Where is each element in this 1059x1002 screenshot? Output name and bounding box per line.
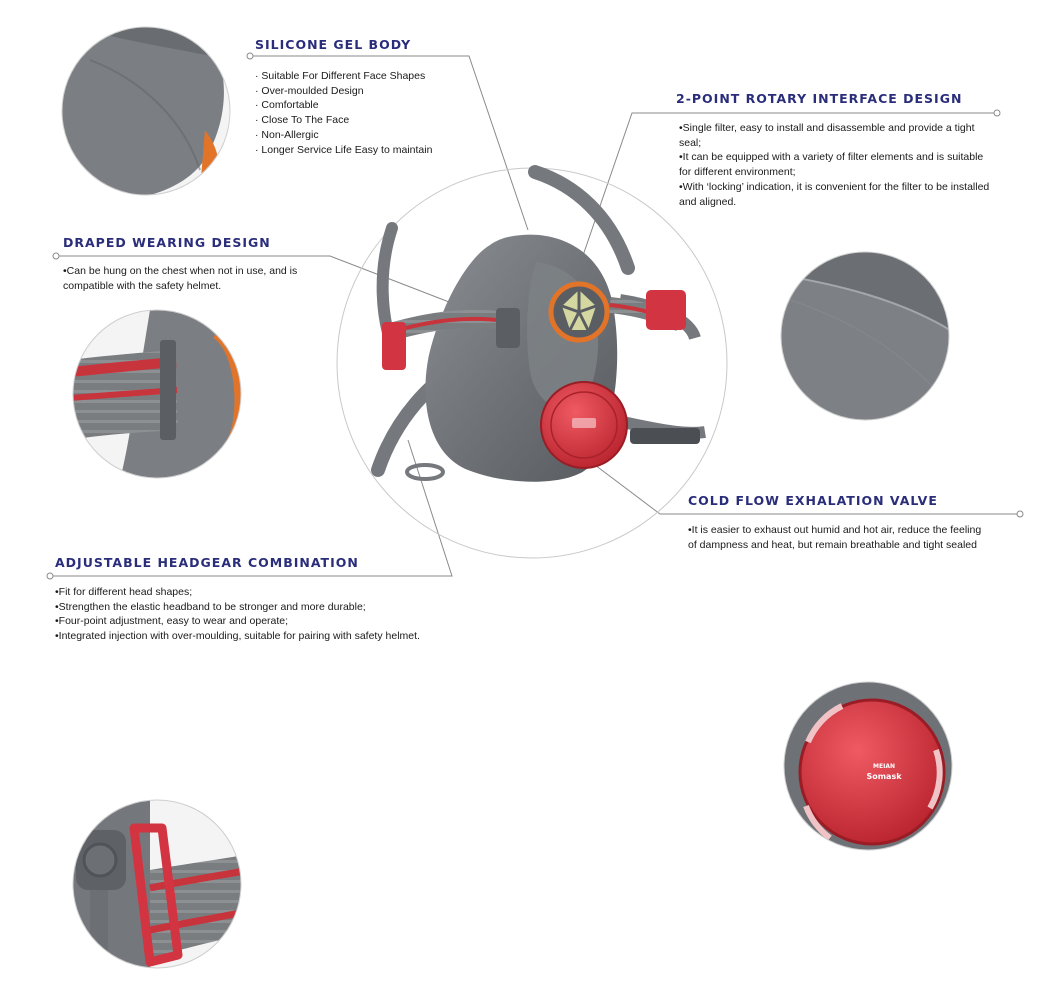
detail-buckle-circle	[72, 799, 242, 969]
headgear-feature-list: •Fit for different head shapes; •Strengt…	[55, 585, 435, 644]
headgear-heading: ADJUSTABLE HEADGEAR COMBINATION	[55, 555, 359, 570]
list-item: •It is easier to exhaust out humid and h…	[688, 524, 982, 551]
detail-silicone-circle	[61, 26, 231, 196]
detail-valve-circle: MEIAN Somask	[783, 681, 953, 851]
rotary-heading: 2-POINT ROTARY INTERFACE DESIGN	[676, 91, 963, 106]
list-item: · Non-Allergic	[255, 128, 319, 141]
list-item: · Over-moulded Design	[255, 84, 364, 97]
valve-brand-small: MEIAN	[873, 763, 895, 770]
rotary-feature-list: •Single filter, easy to install and disa…	[679, 121, 997, 209]
silicone-heading: SILICONE GEL BODY	[255, 37, 412, 52]
list-item: •Fit for different head shapes;	[55, 586, 193, 598]
list-item: •Can be hung on the chest when not in us…	[63, 265, 298, 292]
detail-strap-circle	[72, 309, 242, 479]
list-item: •Four-point adjustment, easy to wear and…	[55, 615, 289, 628]
list-item: •With ‘locking’ indication, it is conven…	[679, 180, 990, 208]
valve-heading: COLD FLOW EXHALATION VALVE	[688, 493, 938, 508]
list-item: •Single filter, easy to install and disa…	[679, 122, 975, 149]
draped-feature-list: •Can be hung on the chest when not in us…	[63, 264, 313, 293]
detail-surface-circle	[780, 251, 950, 421]
valve-brand-name: Somask	[866, 772, 902, 781]
silicone-feature-list: · Suitable For Different Face Shapes · O…	[255, 69, 485, 157]
list-item: · Suitable For Different Face Shapes	[255, 70, 426, 82]
list-item: · Longer Service Life Easy to maintain	[255, 143, 433, 156]
leader-end-dots	[46, 52, 1024, 580]
list-item: •Strengthen the elastic headband to be s…	[55, 600, 366, 613]
list-item: •Integrated injection with over-moulding…	[55, 630, 420, 643]
mask-illustration	[371, 165, 706, 482]
draped-heading: DRAPED WEARING DESIGN	[63, 235, 271, 250]
list-item: •It can be equipped with a variety of fi…	[679, 151, 984, 179]
list-item: · Close To The Face	[255, 114, 350, 127]
list-item: · Comfortable	[255, 99, 319, 112]
valve-feature-list: •It is easier to exhaust out humid and h…	[688, 523, 988, 552]
